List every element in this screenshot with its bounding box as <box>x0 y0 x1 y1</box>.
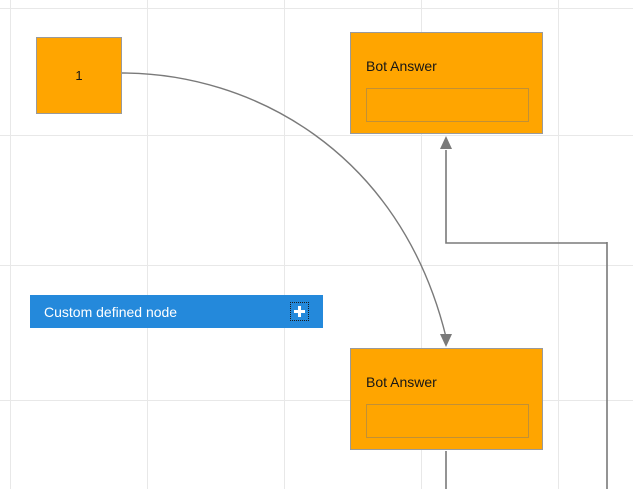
node-bot-answer-top-title: Bot Answer <box>366 58 437 74</box>
arrowhead-down <box>440 334 452 347</box>
node-bot-answer-bottom-title: Bot Answer <box>366 374 437 390</box>
custom-defined-node-bar[interactable]: Custom defined node <box>30 295 323 328</box>
node-bot-answer-top-slot[interactable] <box>366 88 529 122</box>
node-start[interactable]: 1 <box>36 37 122 114</box>
node-start-label: 1 <box>75 68 83 83</box>
custom-defined-node-label: Custom defined node <box>44 303 178 320</box>
node-bot-answer-top[interactable]: Bot Answer <box>350 32 543 134</box>
node-bot-answer-bottom-slot[interactable] <box>366 404 529 438</box>
node-bot-answer-bottom[interactable]: Bot Answer <box>350 348 543 450</box>
edge-orthogonal[interactable] <box>440 136 607 244</box>
arrowhead-up <box>440 136 452 149</box>
plus-icon[interactable] <box>290 302 309 321</box>
